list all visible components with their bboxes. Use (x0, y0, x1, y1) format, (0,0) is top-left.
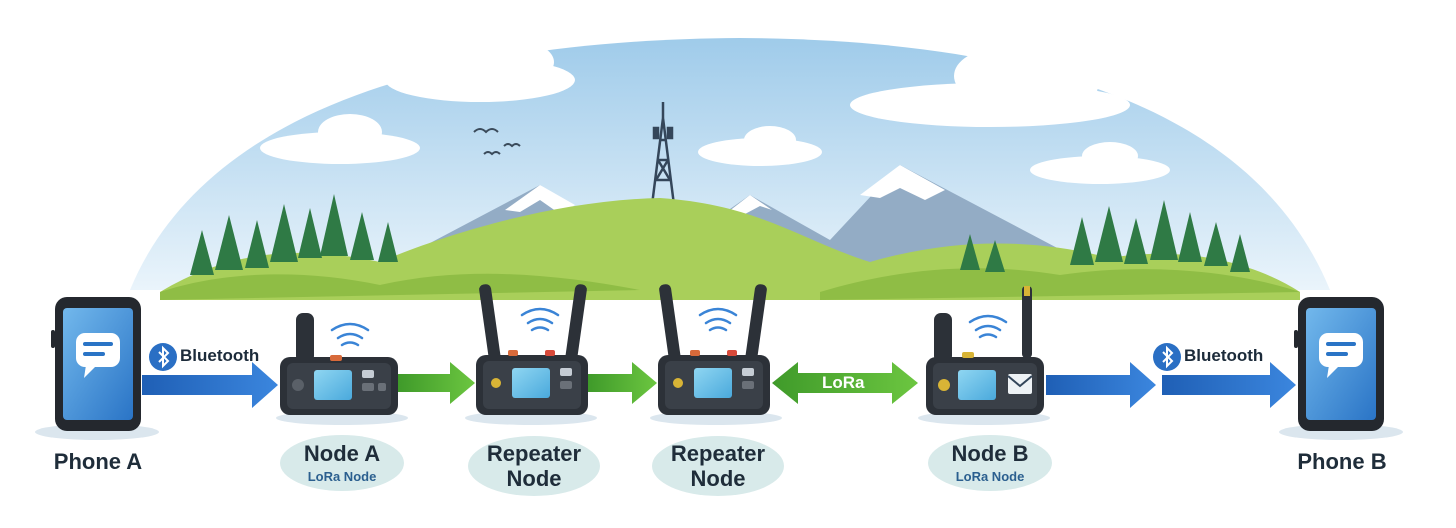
bluetooth-arrow-left (142, 362, 278, 408)
bluetooth-right-label: Bluetooth (1184, 346, 1264, 365)
bluetooth-arrow-right-1 (1046, 362, 1156, 408)
label-pads (280, 435, 1052, 496)
chat-bubble-icon (76, 333, 120, 378)
wifi-signal-icon (330, 322, 370, 347)
bluetooth-icon (149, 343, 177, 371)
node-b-device (926, 286, 1044, 415)
phone-a-label: Phone A (53, 449, 143, 474)
hills (160, 198, 1300, 300)
node-a-device (280, 313, 398, 415)
envelope-icon (1007, 375, 1033, 388)
phone-a-device (51, 297, 141, 431)
node-b-label: Node B (951, 441, 1029, 466)
node-a-sublabel: LoRa Node (307, 469, 377, 484)
lora-link-label: LoRa (822, 373, 865, 392)
repeater-2-label-line1: Repeater (670, 441, 766, 466)
repeater-1-label-line2: Node (506, 466, 562, 491)
chat-bubble-icon (1319, 333, 1363, 378)
wifi-signal-icon (520, 307, 560, 332)
repeater-1-device (476, 284, 588, 415)
lora-arrow-2 (588, 362, 657, 404)
lora-arrow-1 (398, 362, 475, 404)
ground-shadows (35, 411, 1403, 440)
lora-arrow-double (772, 362, 918, 404)
node-b-sublabel: LoRa Node (955, 469, 1025, 484)
repeater-2-device (658, 284, 770, 415)
phone-b-label: Phone B (1297, 449, 1387, 474)
clouds (260, 34, 1170, 184)
phone-b-device (1294, 297, 1384, 431)
bluetooth-icon (1153, 343, 1181, 371)
wifi-signal-icon (698, 307, 738, 332)
birds (473, 128, 521, 156)
trees (190, 194, 1250, 275)
wifi-signal-icon (968, 314, 1008, 339)
bluetooth-left-label: Bluetooth (180, 346, 260, 365)
repeater-2-label-line2: Node (690, 466, 746, 491)
repeater-1-label-line1: Repeater (486, 441, 582, 466)
tower-icon (650, 102, 676, 206)
bluetooth-arrow-right-2 (1162, 362, 1296, 408)
node-a-label: Node A (303, 441, 381, 466)
